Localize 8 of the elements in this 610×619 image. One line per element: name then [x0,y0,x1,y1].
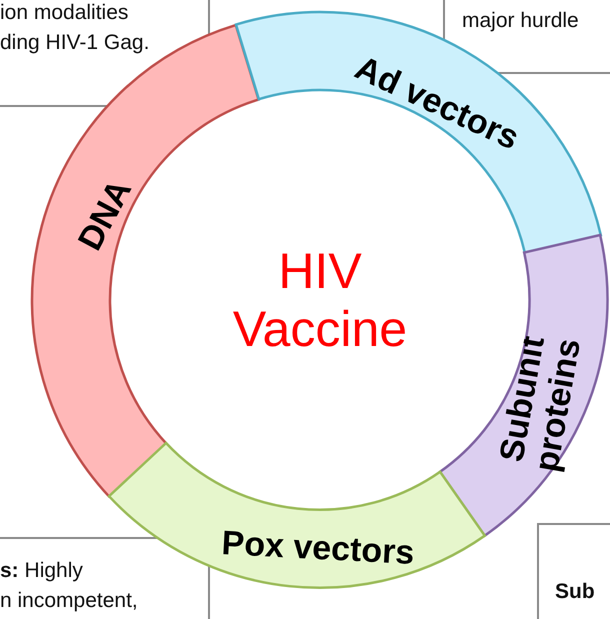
description-text: Sub [555,577,595,607]
segment-label: Pox vectors [220,524,416,571]
description-text: s: Highly n incompetent, [0,556,138,616]
description-text: major hurdle [462,6,579,36]
description-text: ion modalities ding HIV-1 Gag. [0,0,150,58]
center-title: HIV Vaccine [232,242,408,358]
segment-label: DNA [72,174,138,256]
segment-label: Subunit proteins [492,332,588,476]
